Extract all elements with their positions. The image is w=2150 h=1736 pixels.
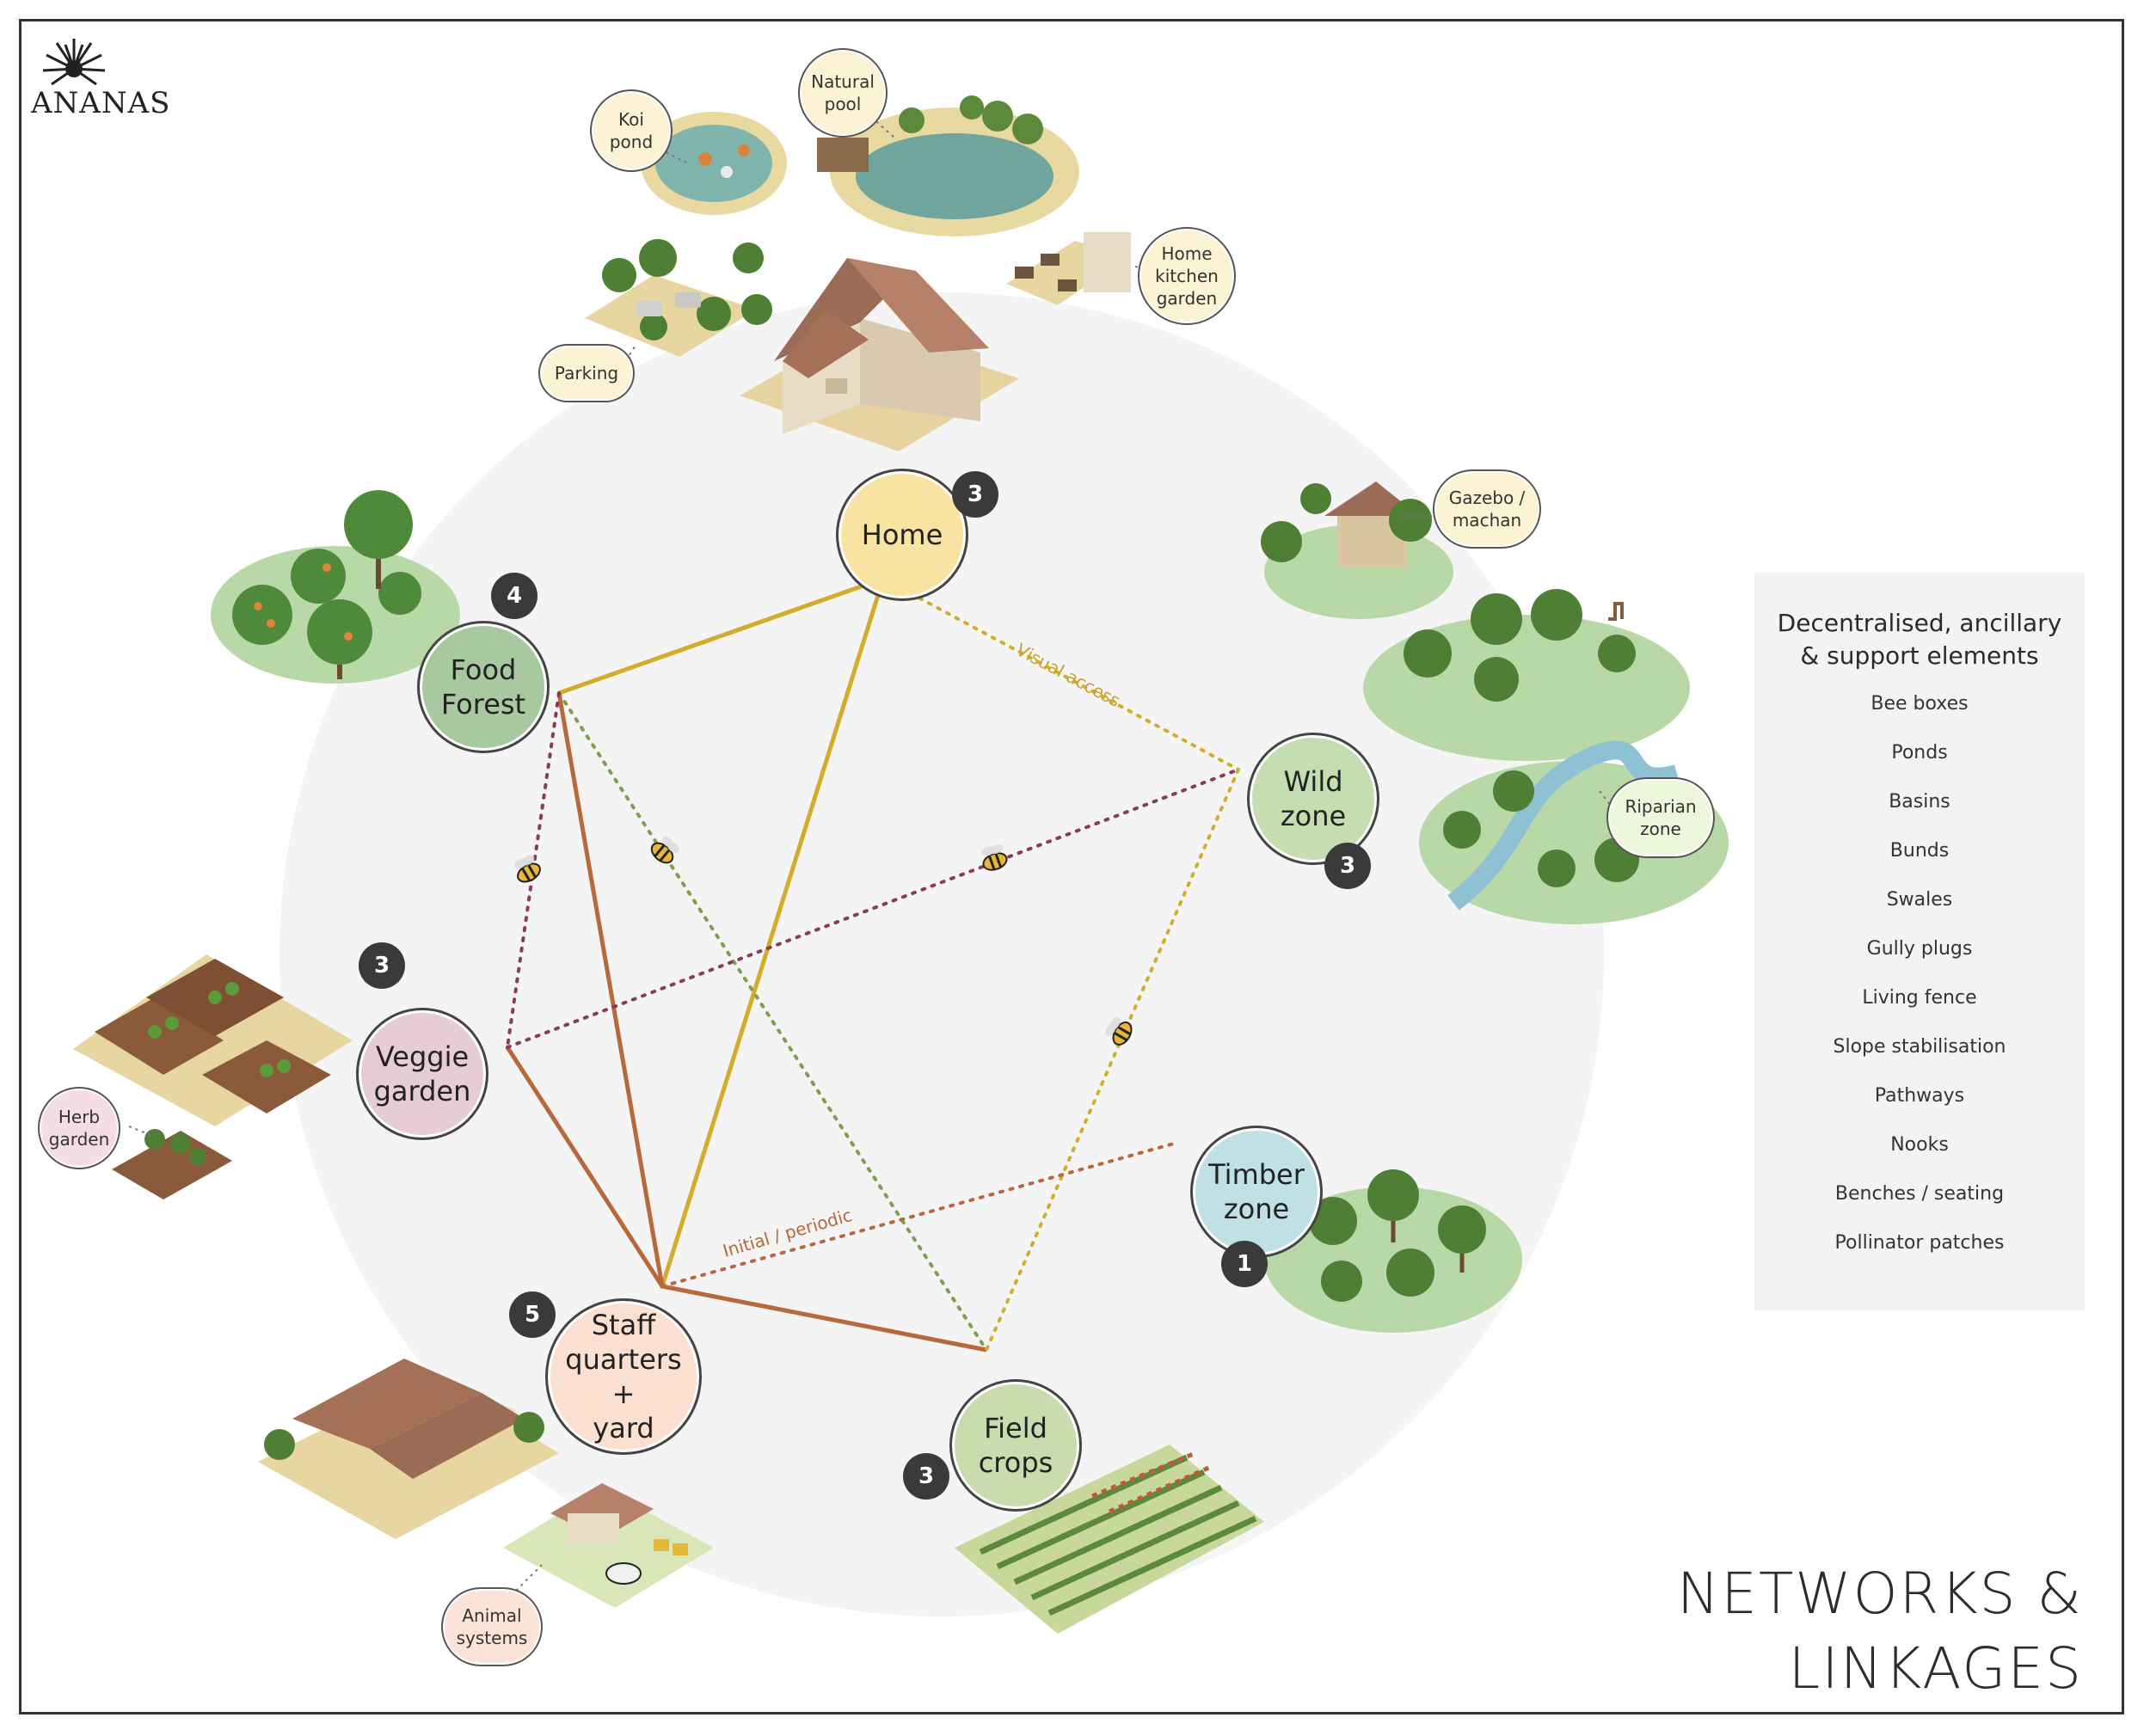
- zone-veggie-badge: 3: [359, 942, 405, 989]
- zone-field-label-1: Field: [984, 1412, 1047, 1445]
- line-forest-field: [557, 691, 988, 1352]
- support-element-item: Benches / seating: [1834, 1183, 2005, 1205]
- sublabel-animal-line1: Animal: [462, 1605, 522, 1626]
- sublabel-herb-line2: garden: [48, 1129, 110, 1150]
- page-title: NETWORKS & LINKAGES: [1677, 1556, 2083, 1706]
- zone-timber-label-1: Timber: [1208, 1158, 1305, 1191]
- zone-food-forest-badge: 4: [491, 573, 538, 619]
- zone-field-label-2: crops: [978, 1446, 1054, 1479]
- staff-quarters-illustration: [258, 1359, 714, 1608]
- zone-staff-badge: 5: [509, 1291, 556, 1338]
- zone-wild-label-2: zone: [1280, 800, 1347, 832]
- sublabel-parking-line1: Parking: [554, 363, 619, 383]
- support-element-item: Gully plugs: [1866, 938, 1973, 960]
- zone-timber-label-2: zone: [1223, 1193, 1290, 1225]
- sublabel-kitchen-line3: garden: [1156, 288, 1218, 309]
- line-initial-periodic: [660, 1142, 1176, 1288]
- outer-frame: [19, 19, 2124, 1715]
- support-elements-panel: Decentralised, ancillary & support eleme…: [1754, 573, 2085, 1310]
- line-veggie-staff: [505, 1046, 665, 1288]
- line-wild-field: [985, 768, 1240, 1352]
- zone-food-forest-label-1: Food: [450, 653, 517, 686]
- sublabel-parking: Parking: [542, 347, 631, 399]
- sublabel-kitchen-line2: kitchen: [1155, 266, 1219, 286]
- sublabel-pool-line2: pool: [824, 94, 862, 114]
- zone-home: Home: [841, 474, 963, 596]
- field-crops-illustration: [955, 1445, 1264, 1634]
- zone-home-label: Home: [861, 518, 943, 551]
- sublabel-riparian-line2: zone: [1640, 819, 1681, 839]
- ananas-logo-icon: [42, 39, 106, 86]
- sublabel-gazebo-line2: machan: [1452, 510, 1522, 531]
- zone-field-badge: 3: [903, 1453, 949, 1500]
- support-element-item: Ponds: [1891, 742, 1948, 764]
- bee-icon: [1105, 1016, 1133, 1046]
- bee-icon: [650, 836, 679, 864]
- zone-home-badge: 3: [952, 471, 998, 518]
- page-title-line1: NETWORKS &: [1676, 1561, 2083, 1627]
- zone-timber-badge: 1: [1221, 1241, 1268, 1287]
- sublabel-koi-line1: Koi: [618, 109, 644, 130]
- panel-title-line1: Decentralised, ancillary: [1777, 609, 2062, 637]
- bee-icon: [981, 844, 1008, 871]
- page-title-line2: LINKAGES: [1788, 1635, 2083, 1702]
- zone-staff-label-1: Staff: [591, 1309, 656, 1341]
- zone-wild-label-1: Wild: [1283, 765, 1343, 798]
- sublabel-pool-line1: Natural: [811, 71, 875, 92]
- line-veggie-wild: [506, 768, 1240, 1049]
- zone-staff-label-3: yard: [593, 1412, 654, 1445]
- veggie-garden-illustration: [73, 954, 353, 1199]
- sublabel-gazebo: Gazebo /machan: [1436, 473, 1538, 545]
- zone-veggie-label-1: Veggie: [375, 1040, 470, 1073]
- bee-icon: [514, 855, 541, 883]
- zone-wild-badge: 3: [1324, 843, 1371, 889]
- zone-food-forest-label-2: Forest: [440, 688, 526, 721]
- home-illustration: [585, 95, 1131, 451]
- panel-title-line2: & support elements: [1800, 641, 2039, 670]
- sublabel-gazebo-line1: Gazebo /: [1448, 488, 1526, 508]
- support-element-item: Pollinator patches: [1834, 1232, 2005, 1254]
- timber-zone-illustration: [1264, 1169, 1522, 1333]
- support-element-item: Bee boxes: [1870, 693, 1969, 715]
- sublabel-animal-line2: systems: [456, 1628, 528, 1648]
- panel-title: Decentralised, ancillary & support eleme…: [1754, 607, 2085, 672]
- brand-name: ANANAS: [31, 86, 171, 120]
- food-forest-illustration: [211, 490, 460, 684]
- zone-staff-label-2: quarters +: [565, 1343, 682, 1410]
- support-element-item: Pathways: [1874, 1085, 1965, 1107]
- sublabel-kitchen-line1: Home: [1161, 243, 1213, 264]
- sublabel-herb-line1: Herb: [58, 1107, 101, 1127]
- support-element-item: Basins: [1889, 791, 1950, 813]
- sublabel-koi-line2: pond: [609, 132, 654, 152]
- support-element-item: Bunds: [1889, 840, 1950, 862]
- support-element-item: Slope stabilisation: [1833, 1036, 2006, 1058]
- support-element-item: Swales: [1886, 889, 1953, 911]
- support-element-item: Nooks: [1890, 1134, 1949, 1156]
- support-element-item: Living fence: [1862, 987, 1977, 1009]
- zone-veggie-label-2: garden: [373, 1075, 471, 1107]
- bee-icons: [514, 836, 1133, 1046]
- sublabel-riparian-line1: Riparian: [1625, 796, 1697, 817]
